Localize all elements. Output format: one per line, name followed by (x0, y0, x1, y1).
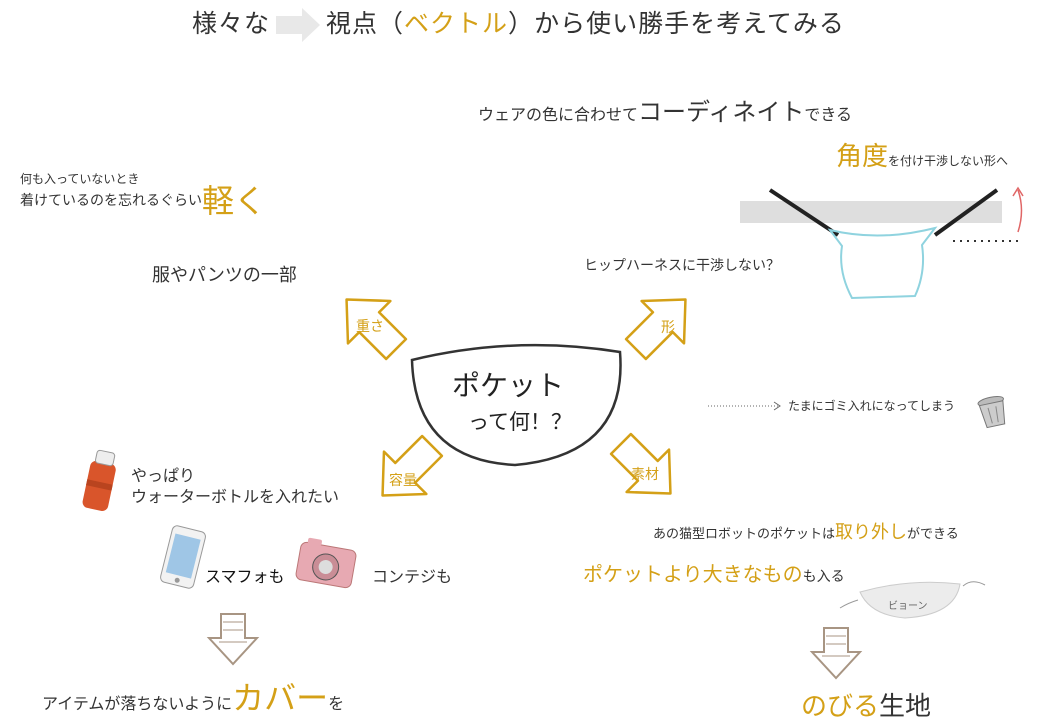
bigger-big: ポケットより大きなもの (583, 562, 803, 586)
fabric-big: のびる (801, 692, 880, 722)
title-before: 様々な (192, 9, 271, 38)
page-title: 様々な 視点（ベクトル）から使い勝手を考えてみる (192, 4, 845, 42)
harness-strap-right (933, 188, 999, 237)
phone-icon (160, 525, 206, 589)
capacity-arrow (381, 434, 444, 497)
fabric-line: のびる生地 (801, 686, 931, 723)
coordinate-post: できる (804, 105, 853, 124)
robot-big: 取り外し (835, 522, 908, 543)
title-rest: から使い勝手を考えてみる (534, 9, 845, 38)
title-arrow-icon (276, 8, 321, 42)
angle-big: 角度 (836, 142, 889, 172)
arrow-label-weight: 重さ (356, 319, 384, 335)
weight-main: 着けているのを忘れるぐらい (20, 193, 202, 209)
cover-big: カバー (232, 679, 329, 717)
fabric-down-arrow (809, 627, 863, 680)
water-bottle-icon (82, 449, 116, 511)
camera-icon (295, 537, 357, 589)
robot-post: ができる (907, 527, 959, 542)
angle-post: を付け干渉しない形へ (888, 154, 1009, 168)
cover-down-arrow (206, 613, 260, 666)
hip-belt (740, 201, 1002, 223)
stretch-pocket (859, 581, 961, 619)
center-line2: って何！？ (468, 410, 572, 434)
clothes-note: 服やパンツの一部 (152, 265, 297, 286)
cover-post: を (328, 694, 345, 713)
pocket-shape (410, 343, 622, 467)
robot-pre: あの猫型ロボットのポケットは (653, 527, 836, 542)
cover-pre: アイテムが落ちないように (42, 694, 233, 713)
trash-note: たまにゴミ入れになってしまう (788, 399, 956, 413)
stretch-arrow-left (839, 599, 859, 609)
title-close: ） (508, 9, 535, 38)
camera-note: コンテジも (372, 567, 453, 586)
shape-arrow (624, 298, 687, 361)
coordinate-big: コーディネイト (638, 98, 805, 126)
arrow-label-material: 素材 (631, 467, 659, 483)
weight-small-note: 何も入っていないとき (20, 172, 140, 186)
stretch-label: ビョーン (888, 601, 928, 612)
center-line1: ポケット (452, 369, 565, 402)
hip-note: ヒップハーネスに干渉しない？ (584, 258, 780, 274)
title-vector: ベクトル (404, 9, 509, 38)
pocket-outline (827, 226, 938, 300)
bigger-post: も入る (802, 569, 845, 585)
weight-arrow (345, 298, 408, 361)
robot-line: あの猫型ロボットのポケットは取り外しができる (653, 518, 959, 544)
arrow-label-shape: 形 (661, 320, 675, 336)
cover-line: アイテムが落ちないようにカバーを (42, 673, 344, 719)
material-arrow (609, 432, 672, 495)
bottle-note-2: ウォーターボトルを入れたい (131, 487, 340, 506)
arrow-label-capacity: 容量 (389, 473, 417, 489)
bottle-note-1: やっぱり (131, 466, 196, 485)
fabric-post: 生地 (879, 692, 932, 722)
coordinate-line: ウェアの色に合わせてコーディネイトできる (478, 92, 852, 127)
harness-strap-left (768, 188, 840, 237)
stretch-arrow-right (962, 581, 986, 587)
trash-icon (977, 395, 1006, 429)
coordinate-pre: ウェアの色に合わせて (478, 105, 639, 124)
phone-note: スマフォも (205, 567, 285, 586)
bigger-line: ポケットより大きなものも入る (583, 558, 845, 587)
title-after: 視点（ (326, 9, 405, 38)
angle-line: 角度を付け干渉しない形へ (836, 136, 1008, 173)
weight-highlight: 軽く (202, 182, 267, 220)
weight-line: 着けているのを忘れるぐらい軽く (20, 182, 266, 220)
angle-arrow (1017, 189, 1023, 233)
